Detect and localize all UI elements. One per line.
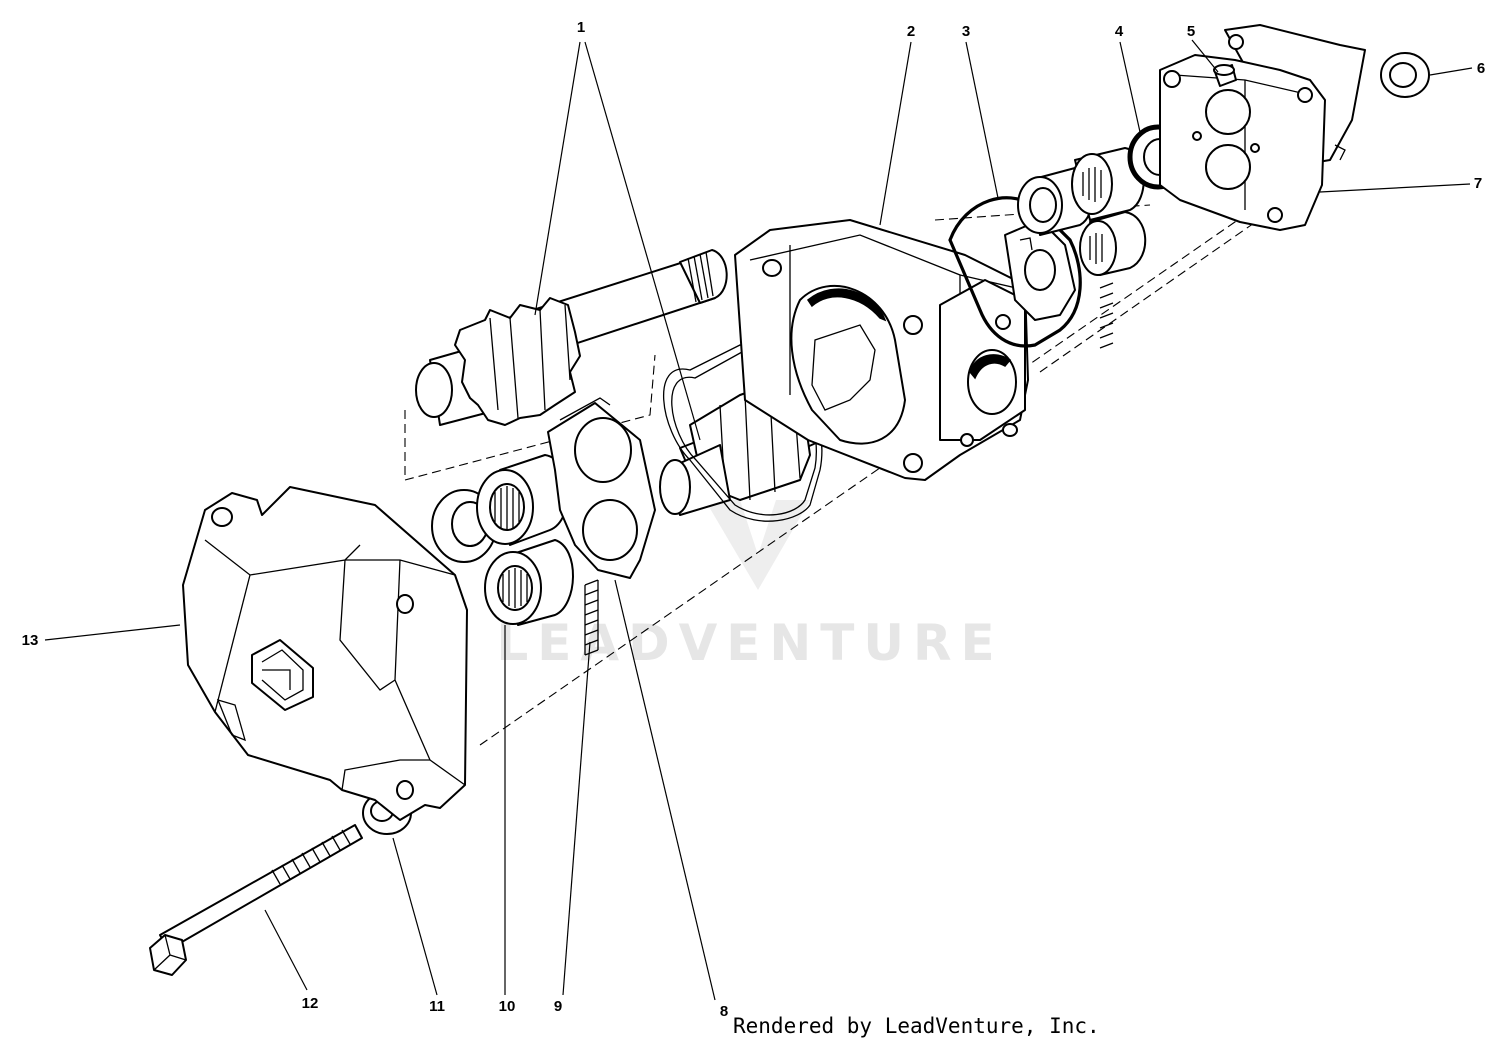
credit-text: Rendered by LeadVenture, Inc. [733, 1014, 1100, 1038]
callout-9: 9 [554, 998, 562, 1015]
part-seal-ring [1380, 52, 1430, 98]
callout-8: 8 [720, 1003, 728, 1020]
callout-13: 13 [22, 632, 39, 649]
part-springs-front [584, 579, 599, 656]
part-rear-bearings [1017, 147, 1147, 276]
part-drive-gear-shaft [415, 249, 728, 426]
part-bleeder-screw [1213, 64, 1237, 87]
callout-5: 5 [1187, 23, 1195, 40]
part-pump-body [734, 219, 1029, 481]
part-wear-plate [547, 397, 656, 579]
callout-10: 10 [499, 998, 516, 1015]
callout-2: 2 [907, 23, 915, 40]
callout-1: 1 [577, 19, 585, 36]
callout-labels: 1 2 3 4 5 6 7 8 9 10 11 12 13 [22, 19, 1486, 1020]
part-springs-rear [1099, 282, 1114, 349]
callout-4: 4 [1115, 23, 1124, 40]
watermark: LEADVENTURE [496, 500, 1003, 672]
part-front-bearings [431, 454, 574, 626]
callout-11: 11 [429, 998, 445, 1015]
callout-12: 12 [302, 995, 319, 1012]
watermark-text: LEADVENTURE [496, 614, 1003, 672]
part-end-cover [182, 486, 468, 821]
callout-7: 7 [1474, 175, 1482, 192]
part-mounting-flange [1159, 24, 1366, 231]
part-o-ring [948, 196, 1082, 348]
callout-3: 3 [962, 23, 970, 40]
callout-6: 6 [1477, 60, 1485, 77]
part-bolt [149, 824, 363, 976]
leader-lines [44, 39, 1473, 1001]
watermark-logo-icon [705, 500, 810, 590]
